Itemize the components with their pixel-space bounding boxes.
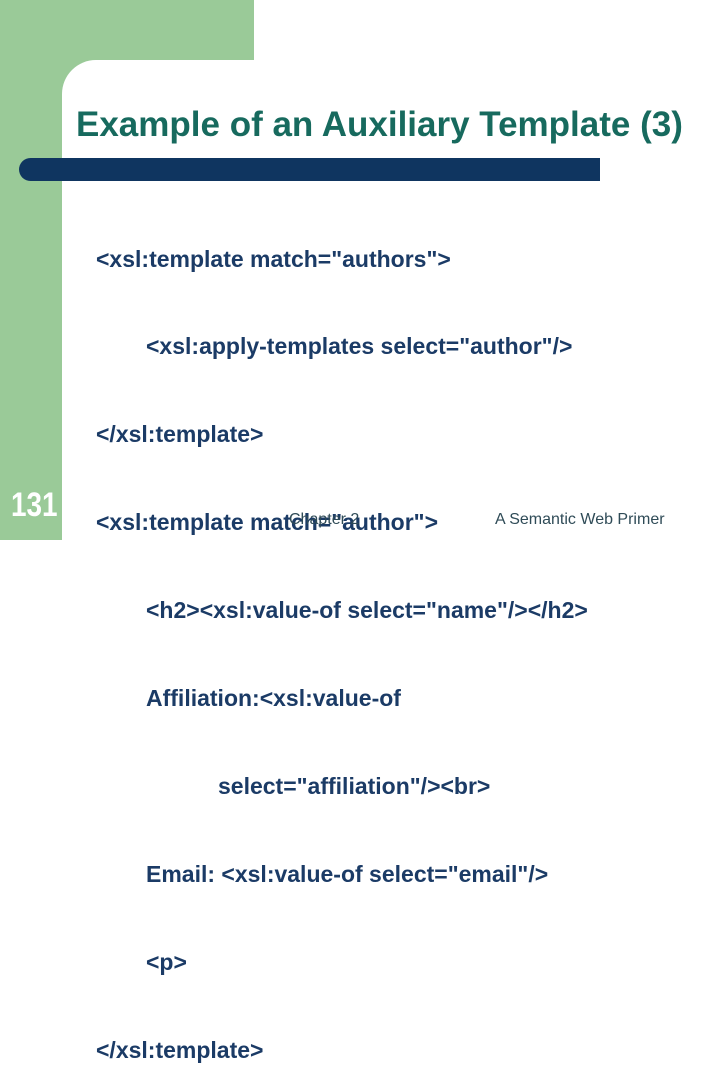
footer-chapter-label: Chapter 2 xyxy=(289,511,360,528)
footer-book-title: A Semantic Web Primer xyxy=(495,511,665,528)
content-panel xyxy=(62,60,720,540)
code-line: select="affiliation"/><br> xyxy=(218,772,491,799)
code-line: Affiliation:<xsl:value-of xyxy=(146,685,401,712)
code-line: </xsl:template> xyxy=(96,1036,264,1063)
code-block: <xsl:template match="authors"> <xsl:appl… xyxy=(96,186,588,1080)
code-line: </xsl:template> xyxy=(96,421,264,448)
decoration-green-left-strip xyxy=(0,0,62,540)
code-line: <p> xyxy=(146,948,187,975)
code-line: <h2><xsl:value-of select="name"/></h2> xyxy=(146,597,588,624)
code-line: Email: <xsl:value-of select="email"/> xyxy=(146,860,549,887)
code-line: <xsl:template match="author"> xyxy=(96,509,439,536)
code-line: <xsl:template match="authors"> xyxy=(96,245,451,272)
slide-title: Example of an Auxiliary Template (3) xyxy=(76,105,683,144)
decoration-title-underline-bar xyxy=(19,158,600,181)
slide-page-number: 131 xyxy=(11,486,58,524)
code-line: <xsl:apply-templates select="author"/> xyxy=(146,333,573,360)
